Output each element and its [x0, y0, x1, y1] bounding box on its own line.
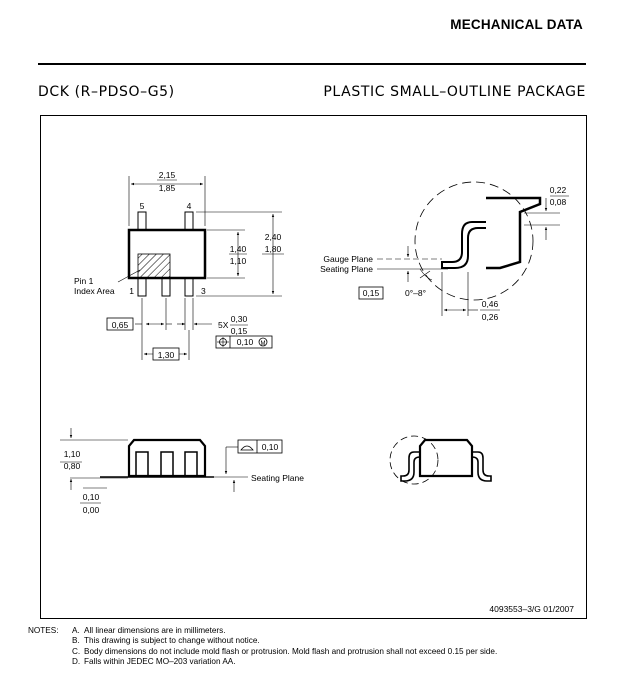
mmc-symbol: M	[261, 341, 266, 347]
dim-gauge-value: 0,15	[363, 288, 380, 298]
note-item-c: C.Body dimensions do not include mold fl…	[72, 646, 498, 656]
front-view-labels: 1,10 0,80 0,10 0,00 0,10 Seating Plane	[64, 442, 304, 515]
top-view	[106, 176, 284, 361]
top-view-labels: 2,15 1,85 5 4 1 3 1,40 1,10 2,40 1,80 Pi…	[74, 170, 282, 360]
dim-lead-thickness-max: 0,22	[550, 185, 567, 195]
dim-lead-angle: 0°–8°	[405, 288, 426, 298]
dim-standoff-min: 0,00	[83, 505, 100, 515]
flatness-value: 0,10	[262, 442, 279, 452]
dim-standoff-max: 0,10	[83, 492, 100, 502]
front-view	[60, 428, 283, 504]
dim-body-width-max: 2,15	[159, 170, 176, 180]
document-number: 4093553–3/G 01/2007	[489, 604, 574, 614]
pin-5-label: 5	[140, 201, 145, 211]
lead-detail-view	[358, 181, 569, 316]
note-item-a: A.All linear dimensions are in millimete…	[72, 626, 226, 635]
dim-lead-thickness-min: 0,08	[550, 197, 567, 207]
drawing-frame	[40, 115, 587, 619]
dim-overall-height-max: 2,40	[265, 232, 282, 242]
pin-1-label: 1	[129, 286, 134, 296]
dim-height-min: 0,80	[64, 461, 81, 471]
dim-foot-length-min: 0,26	[482, 312, 499, 322]
pin-3-label: 3	[201, 286, 206, 296]
dim-body-height-min: 1,10	[230, 256, 247, 266]
dim-lead-width-max: 0,30	[231, 314, 248, 324]
dim-body-width-min: 1,85	[159, 183, 176, 193]
dim-foot-length-max: 0,46	[482, 299, 499, 309]
gauge-plane-label: Gauge Plane	[323, 254, 373, 264]
notes-label: NOTES:	[28, 626, 59, 635]
dim-body-height-max: 1,40	[230, 244, 247, 254]
front-seating-plane-label: Seating Plane	[251, 473, 304, 483]
package-name: PLASTIC SMALL–OUTLINE PACKAGE	[323, 84, 586, 100]
dim-lead-span: 1,30	[158, 350, 175, 360]
note-item-d: D.Falls within JEDEC MO–203 variation AA…	[72, 657, 236, 667]
package-code: DCK (R–PDSO–G5)	[38, 84, 175, 100]
lead-detail-labels: 0,22 0,08 Gauge Plane Seating Plane 0,15…	[320, 185, 566, 322]
end-view	[389, 435, 492, 485]
pin1-index-label: Pin 1	[74, 276, 94, 286]
dim-height-max: 1,10	[64, 449, 81, 459]
dim-lead-width-min: 0,15	[231, 326, 248, 336]
pin-4-label: 4	[187, 201, 192, 211]
seating-plane-label: Seating Plane	[320, 264, 373, 274]
header-rule	[38, 63, 586, 65]
pin1-index-area-label: Index Area	[74, 286, 115, 296]
page-header-title: MECHANICAL DATA	[450, 17, 583, 32]
lead-count-label: 5X	[218, 320, 229, 330]
dim-overall-height-min: 1,80	[265, 244, 282, 254]
note-item-b: B.This drawing is subject to change with…	[72, 636, 260, 646]
position-tolerance-value: 0,10	[237, 337, 254, 347]
dim-pitch: 0,65	[112, 320, 129, 330]
